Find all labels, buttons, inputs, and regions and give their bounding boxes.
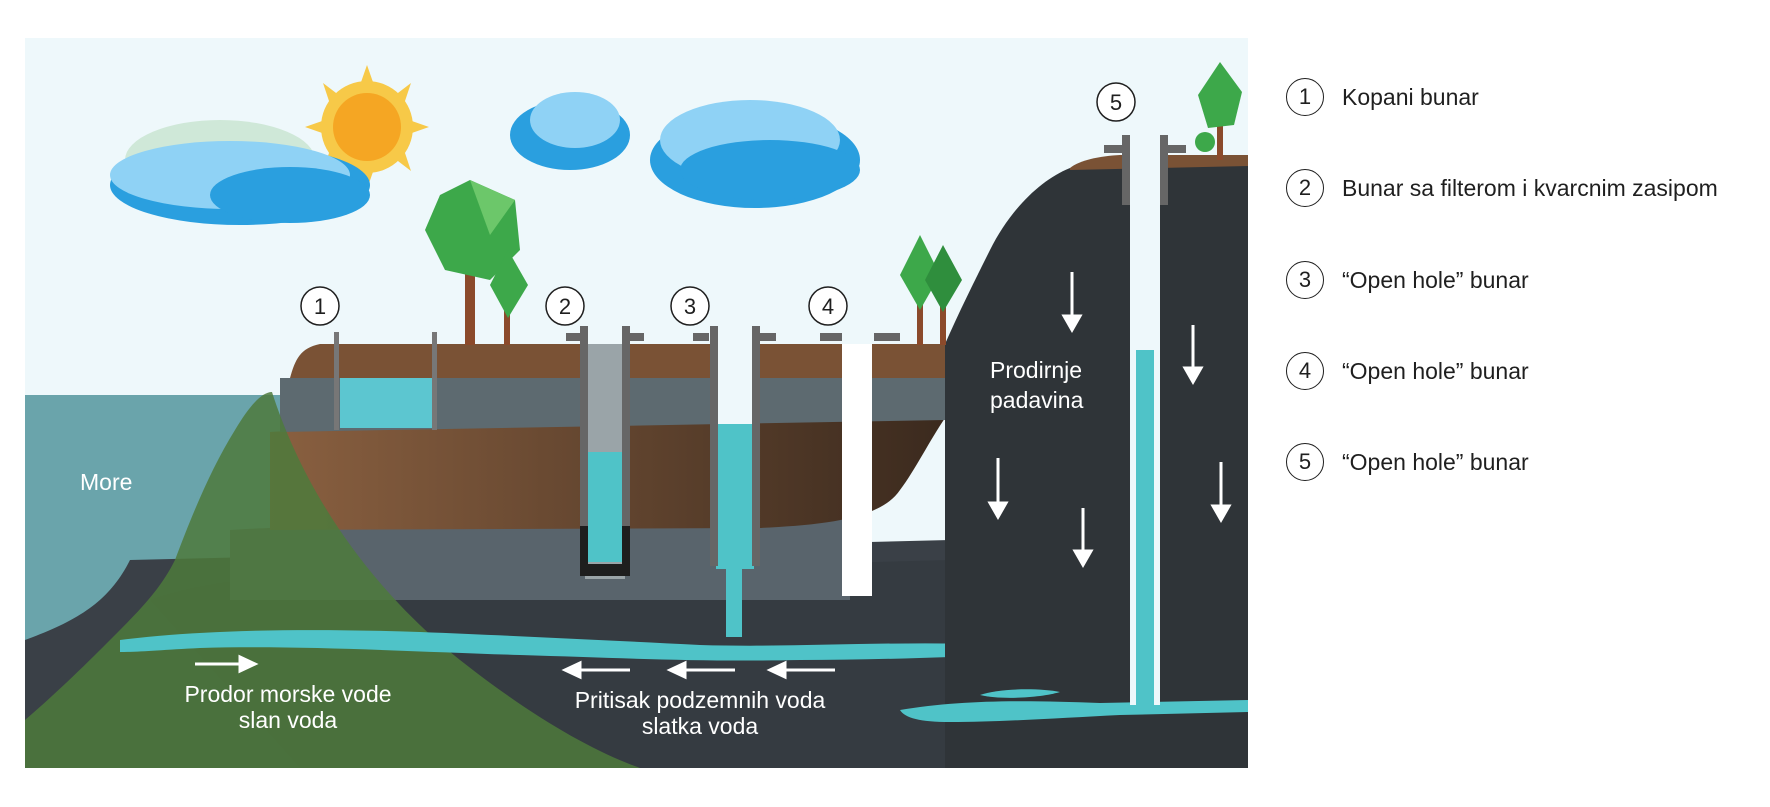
infiltration-label-2: padavina	[990, 387, 1084, 413]
gravel-layer	[230, 470, 850, 600]
well3-outflow	[726, 569, 742, 637]
well-marker-2: 2	[545, 286, 585, 326]
tree-large	[425, 180, 520, 345]
tree-small	[490, 250, 528, 345]
cloud-middle	[510, 92, 630, 170]
legend-item-5: 5 “Open hole” bunar	[1286, 440, 1529, 484]
well-cap	[628, 333, 644, 341]
legend-item-4: 4 “Open hole” bunar	[1286, 349, 1529, 393]
well3-bore-top	[716, 344, 754, 424]
well3-casing-left	[710, 326, 718, 566]
well2-filter	[580, 526, 630, 576]
intrusion-arrow	[195, 654, 259, 674]
well3-casing-right	[752, 326, 760, 566]
intrusion-label-2: slan voda	[239, 707, 338, 733]
well5-casing-right	[1160, 135, 1168, 205]
well2-casing-right	[622, 326, 630, 526]
legend-number: 4	[1286, 352, 1324, 390]
legend-item-1: 1 Kopani bunar	[1286, 75, 1479, 119]
pressure-label-1: Pritisak podzemnih voda	[575, 687, 826, 713]
svg-text:3: 3	[684, 294, 696, 319]
deep-aquifer	[900, 700, 1248, 722]
cloud-right	[650, 100, 860, 208]
well-cap	[760, 333, 776, 341]
legend-label: Bunar sa filterom i kvarcnim zasipom	[1342, 174, 1718, 201]
well-cap	[693, 333, 709, 341]
well-cap	[820, 333, 842, 341]
well-cap	[1168, 145, 1186, 153]
legend-label: “Open hole” bunar	[1342, 357, 1529, 384]
legend-label: “Open hole” bunar	[1342, 266, 1529, 293]
tree-pair	[900, 235, 962, 345]
well-cap	[566, 333, 582, 341]
well5-rock-right	[1160, 200, 1248, 700]
pressure-label-2: slatka voda	[642, 713, 759, 739]
aquifer-diagram: 1 2 3 4 5 More Prodirnje padavina Prodor…	[25, 38, 1248, 768]
well1-casing-right	[432, 332, 437, 430]
deep-aquifer-2	[980, 689, 1060, 698]
sea-label: More	[80, 469, 132, 495]
legend-item-2: 2 Bunar sa filterom i kvarcnim zasipom	[1286, 166, 1718, 210]
cloud-left	[110, 120, 370, 225]
well-cap	[874, 333, 900, 341]
well5-water	[1136, 350, 1154, 705]
legend-number: 3	[1286, 261, 1324, 299]
legend-number: 1	[1286, 78, 1324, 116]
infiltration-label-1: Prodirnje	[990, 357, 1082, 383]
legend-number: 5	[1286, 443, 1324, 481]
well-marker-3: 3	[670, 286, 710, 326]
legend-number: 2	[1286, 169, 1324, 207]
well1-water	[340, 378, 435, 428]
well1-casing-left	[334, 332, 339, 430]
well-marker-4: 4	[808, 286, 848, 326]
svg-text:4: 4	[822, 294, 834, 319]
infiltration-arrows	[987, 272, 1232, 569]
salt-intrusion-zone	[25, 392, 640, 768]
well-marker-5: 5	[1096, 82, 1136, 122]
well4-bore-narrow	[848, 528, 866, 596]
svg-text:1: 1	[314, 294, 326, 319]
well5-casing-left	[1122, 135, 1130, 205]
well-cap	[1104, 145, 1122, 153]
well2-water	[585, 452, 625, 562]
legend-label: Kopani bunar	[1342, 83, 1479, 110]
svg-text:2: 2	[559, 294, 571, 319]
well2-casing-left	[580, 326, 588, 526]
well-marker-1: 1	[300, 286, 340, 326]
intrusion-label-1: Prodor morske vode	[184, 681, 391, 707]
pressure-arrows	[561, 660, 835, 680]
freshwater-aquifer	[120, 630, 1140, 661]
legend-item-3: 3 “Open hole” bunar	[1286, 258, 1529, 302]
tree-cliff	[1195, 62, 1242, 160]
svg-text:5: 5	[1110, 90, 1122, 115]
legend-label: “Open hole” bunar	[1342, 448, 1529, 475]
